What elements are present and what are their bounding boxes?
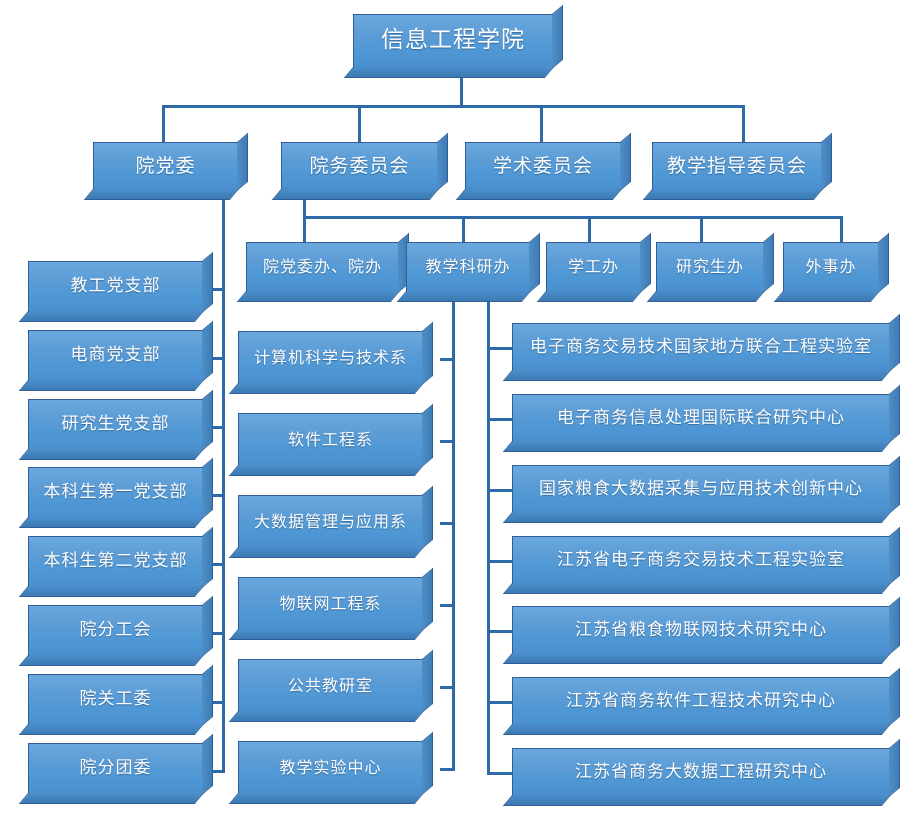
- connector-drop-l2-0: [162, 105, 165, 143]
- connector-party-branch-4: [212, 563, 225, 566]
- node-party-unit-5[interactable]: 院分工会: [28, 605, 203, 656]
- connector-root-down: [460, 68, 463, 106]
- connector-party-branch-7: [212, 770, 225, 773]
- node-yuan-dangwei[interactable]: 院党委: [93, 142, 238, 190]
- node-xueshu-weiyuanhui[interactable]: 学术委员会: [465, 142, 621, 190]
- node-jiaoxue-zhidao-weiyuanhui[interactable]: 教学指导委员会: [652, 142, 822, 190]
- connector-yuanwu-down: [303, 190, 306, 218]
- connector-dept-branch-3: [440, 604, 455, 607]
- connector-lab-branch-1: [487, 418, 513, 421]
- connector-drop-l2-2: [540, 105, 543, 143]
- node-root-college[interactable]: 信息工程学院: [353, 14, 553, 68]
- connector-drop-l3-0: [303, 216, 306, 242]
- node-research-center-5[interactable]: 江苏省商务软件工程技术研究中心: [512, 677, 890, 725]
- node-research-center-1[interactable]: 电子商务信息处理国际联合研究中心: [512, 394, 890, 442]
- node-department-5[interactable]: 教学实验中心: [238, 741, 423, 794]
- connector-drop-l3-3: [700, 216, 703, 242]
- node-department-3[interactable]: 物联网工程系: [238, 577, 423, 630]
- connector-party-spine: [222, 190, 225, 772]
- connector-dept-branch-4: [440, 686, 455, 689]
- node-research-center-6[interactable]: 江苏省商务大数据工程研究中心: [512, 748, 890, 796]
- connector-drop-l3-2: [588, 216, 591, 242]
- connector-lab-branch-0: [487, 347, 513, 350]
- node-research-center-0[interactable]: 电子商务交易技术国家地方联合工程实验室: [512, 323, 890, 371]
- node-research-center-2[interactable]: 国家粮食大数据采集与应用技术创新中心: [512, 465, 890, 513]
- connector-party-branch-6: [212, 701, 225, 704]
- connector-dept-branch-5: [440, 768, 455, 771]
- node-party-unit-6[interactable]: 院关工委: [28, 674, 203, 725]
- node-department-2[interactable]: 大数据管理与应用系: [238, 495, 423, 548]
- node-xuegong-office[interactable]: 学工办: [546, 242, 641, 292]
- connector-level3-bus: [303, 216, 843, 219]
- connector-drop-l2-1: [358, 105, 361, 143]
- node-waishi-office[interactable]: 外事办: [783, 242, 879, 292]
- node-yanjiusheng-office[interactable]: 研究生办: [656, 242, 764, 292]
- connector-lab-branch-5: [487, 701, 513, 704]
- node-party-unit-4[interactable]: 本科生第二党支部: [28, 536, 203, 587]
- node-department-0[interactable]: 计算机科学与技术系: [238, 331, 423, 384]
- connector-drop-l3-1: [462, 216, 465, 242]
- connector-lab-branch-3: [487, 560, 513, 563]
- connector-lab-branch-4: [487, 630, 513, 633]
- connector-dept-branch-2: [440, 522, 455, 525]
- connector-dept-spine: [452, 292, 455, 771]
- connector-dept-branch-0: [440, 358, 455, 361]
- connector-lab-spine: [487, 292, 490, 773]
- connector-drop-l3-4: [840, 216, 843, 242]
- node-research-center-4[interactable]: 江苏省粮食物联网技术研究中心: [512, 606, 890, 654]
- connector-party-branch-5: [212, 632, 225, 635]
- node-department-4[interactable]: 公共教研室: [238, 659, 423, 712]
- node-research-center-3[interactable]: 江苏省电子商务交易技术工程实验室: [512, 536, 890, 584]
- node-department-1[interactable]: 软件工程系: [238, 413, 423, 466]
- node-jiaoxue-keyan-office[interactable]: 教学科研办: [406, 242, 530, 292]
- node-yuanwu-weiyuanhui[interactable]: 院务委员会: [281, 142, 438, 190]
- connector-lab-branch-2: [487, 489, 513, 492]
- node-party-unit-3[interactable]: 本科生第一党支部: [28, 467, 203, 518]
- connector-party-branch-1: [212, 357, 225, 360]
- node-party-unit-7[interactable]: 院分团委: [28, 743, 203, 794]
- node-dangwei-office[interactable]: 院党委办、院办: [246, 242, 399, 292]
- connector-party-branch-2: [212, 426, 225, 429]
- connector-party-branch-0: [212, 288, 225, 291]
- connector-drop-l2-3: [742, 105, 745, 143]
- connector-lab-branch-6: [487, 772, 513, 775]
- node-party-unit-1[interactable]: 电商党支部: [28, 330, 203, 381]
- connector-party-branch-3: [212, 494, 225, 497]
- connector-level2-bus: [162, 105, 745, 108]
- node-party-unit-0[interactable]: 教工党支部: [28, 261, 203, 312]
- connector-dept-branch-1: [440, 440, 455, 443]
- node-party-unit-2[interactable]: 研究生党支部: [28, 399, 203, 450]
